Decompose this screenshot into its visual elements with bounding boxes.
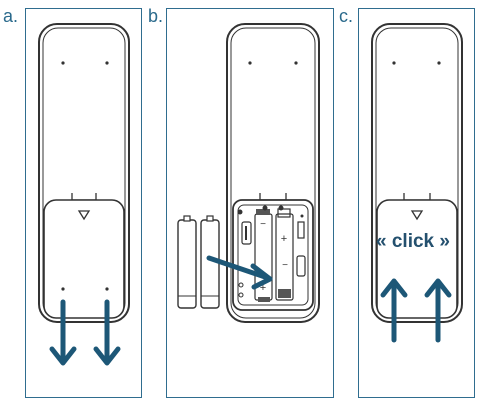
click-label: « click »	[376, 231, 450, 252]
battery-cover-a	[43, 193, 125, 319]
remote-c	[371, 23, 463, 343]
polarity-plus-bottom: +	[260, 282, 266, 294]
battery-compartment: − + + −	[232, 193, 314, 311]
panel-a-frame	[25, 8, 142, 398]
insert-arrow	[206, 255, 273, 290]
panel-c-label: c.	[339, 6, 354, 26]
polarity-minus-top: −	[260, 219, 266, 230]
battery-cover-c	[376, 193, 458, 319]
panel-b-label: b.	[148, 6, 164, 26]
remote-a	[38, 23, 130, 366]
polarity-minus-bottom: −	[282, 260, 288, 271]
slide-up-arrows	[380, 278, 452, 343]
remote-b: − + + −	[177, 23, 320, 323]
panel-b-frame	[166, 8, 334, 398]
slide-down-arrows	[49, 299, 121, 366]
panel-a-label: a.	[3, 6, 19, 26]
panel-c-frame	[358, 8, 475, 398]
batteries	[177, 215, 220, 309]
triangle-marker-icon	[77, 210, 91, 221]
polarity-plus-top: +	[281, 233, 287, 245]
triangle-marker-icon	[410, 210, 424, 221]
